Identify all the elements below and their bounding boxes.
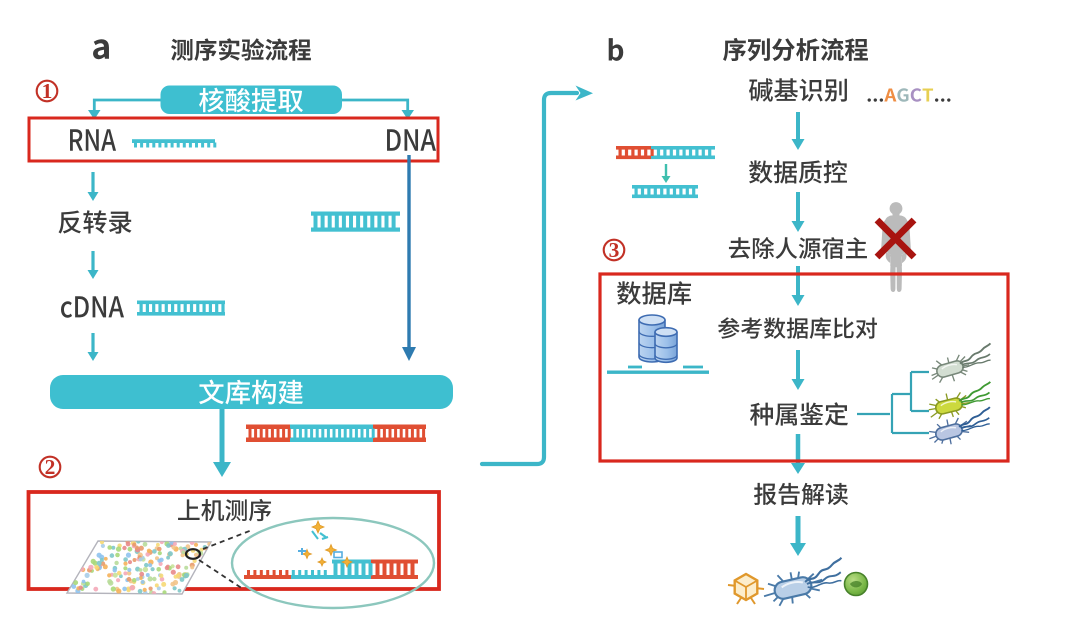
svg-text:1: 1 [42, 79, 53, 103]
svg-text:3: 3 [609, 238, 620, 262]
svg-text:2: 2 [45, 455, 56, 479]
